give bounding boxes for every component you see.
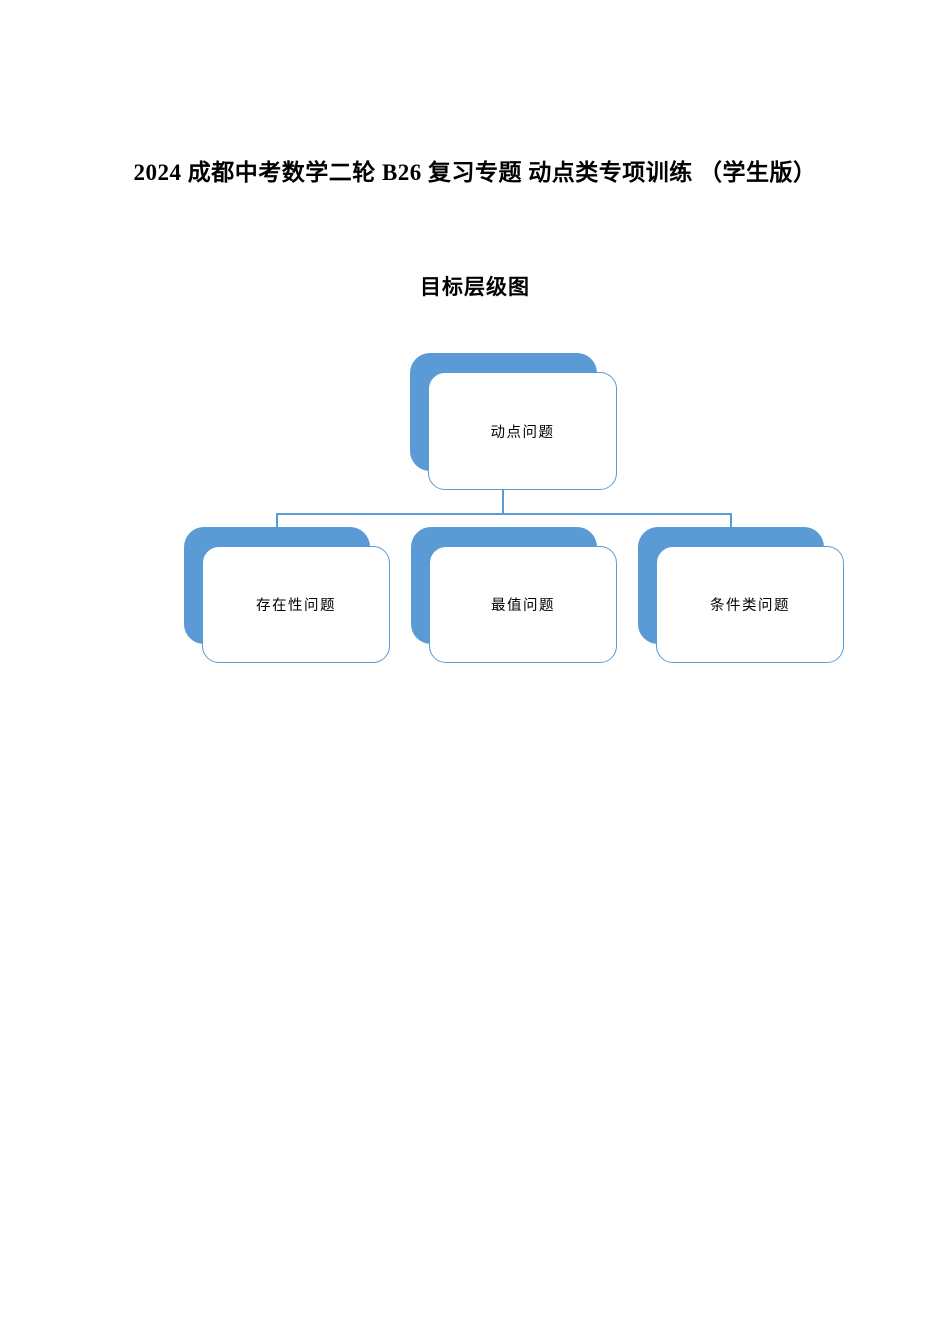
node-card: 动点问题 [428,372,617,490]
node-root: 动点问题 [410,353,617,490]
node-child-condition: 条件类问题 [638,527,844,663]
node-child-extremum: 最值问题 [411,527,617,663]
node-child-existence: 存在性问题 [184,527,390,663]
node-root-label: 动点问题 [490,424,555,441]
node-card: 存在性问题 [202,546,390,663]
node-child-condition-label: 条件类问题 [710,598,790,614]
hierarchy-diagram: 动点问题 存在性问题 最值问题 条件类问题 [184,353,844,663]
node-child-existence-label: 存在性问题 [256,598,336,614]
document-title: 2024 成都中考数学二轮 B26 复习专题 动点类专项训练 （学生版） [133,160,817,185]
section-heading: 目标层级图 [420,275,530,299]
node-card: 条件类问题 [656,546,844,663]
node-card: 最值问题 [429,546,617,663]
node-child-extremum-label: 最值问题 [491,598,555,614]
